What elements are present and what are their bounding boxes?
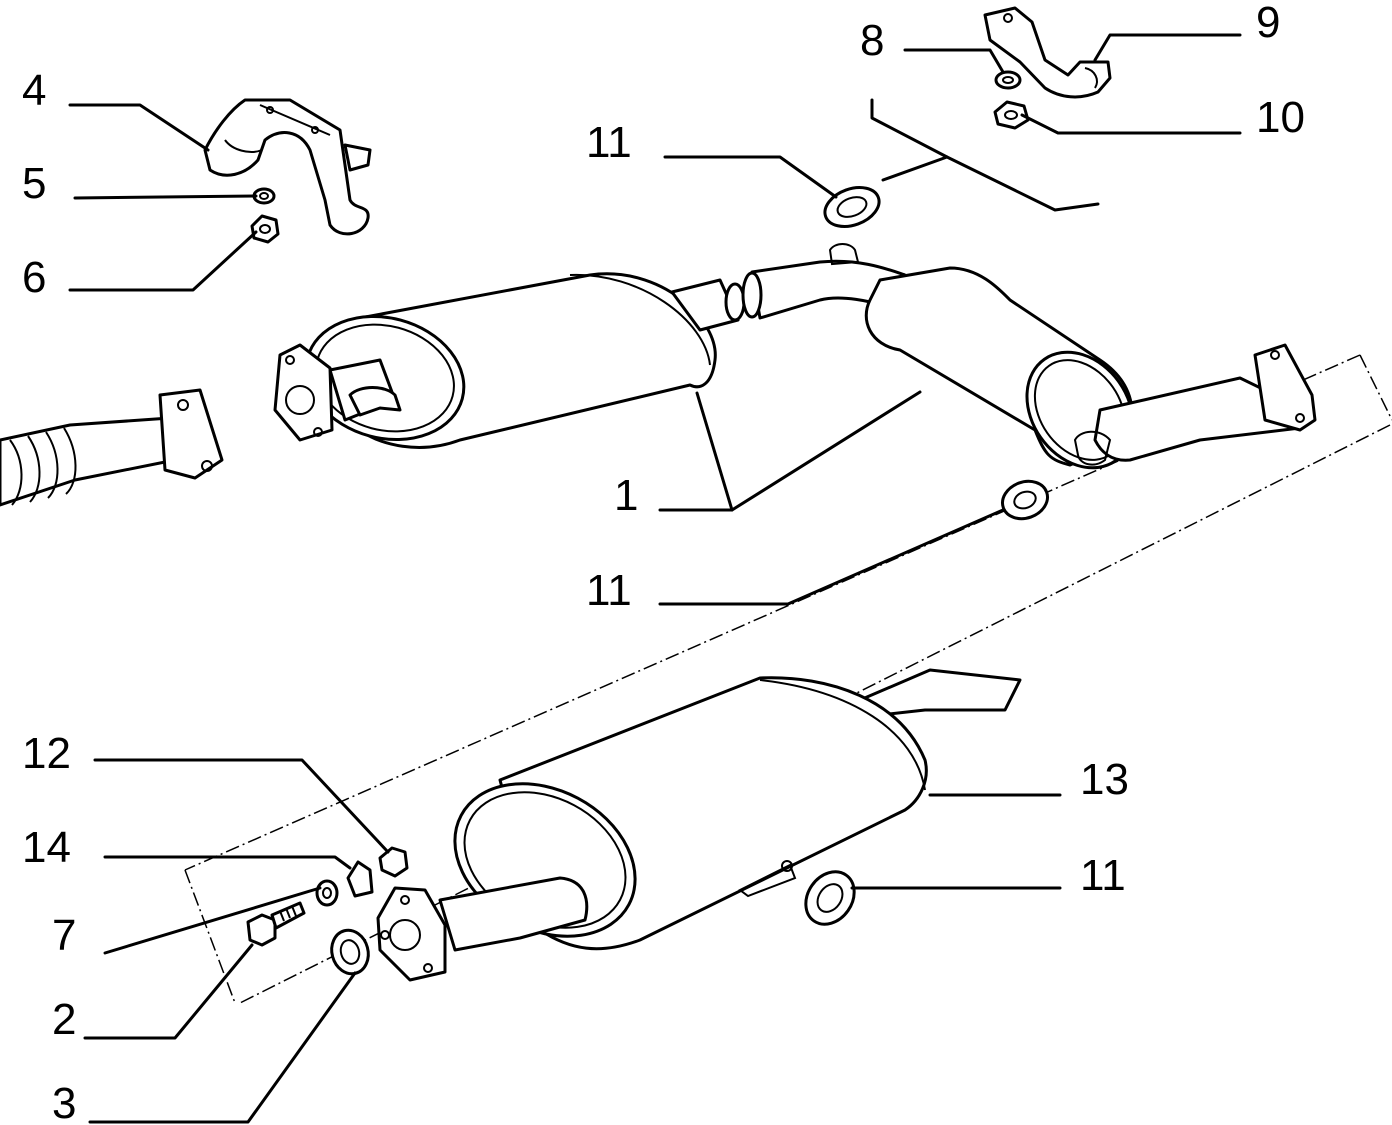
- callout-10: 10: [1256, 93, 1305, 142]
- nut-6: [250, 214, 280, 244]
- callout-11-bottom: 11: [1080, 851, 1126, 900]
- front-flex-pipe: [0, 388, 224, 507]
- washer-8: [994, 70, 1022, 90]
- callout-14: 14: [22, 823, 71, 872]
- intermediate-silencer-rear: [864, 266, 1317, 470]
- callout-11-middle: 11: [586, 566, 632, 615]
- callout-1: 1: [614, 471, 638, 520]
- callout-11-top: 11: [586, 118, 632, 167]
- callout-2: 2: [52, 995, 76, 1044]
- bolt-2: [246, 901, 306, 947]
- nut-12: [378, 846, 409, 878]
- clip-14: [346, 860, 374, 898]
- callout-3: 3: [52, 1079, 76, 1125]
- callout-7: 7: [52, 911, 76, 960]
- rear-silencer-13: [376, 668, 1022, 982]
- washer-7: [315, 879, 339, 907]
- nut-10: [993, 100, 1030, 130]
- connecting-pipe: [670, 243, 907, 332]
- callout-8: 8: [860, 16, 884, 65]
- leader-lines: [68, 33, 1242, 1124]
- callout-6: 6: [22, 253, 46, 302]
- callout-5: 5: [22, 159, 46, 208]
- mounting-bracket-4: [203, 98, 372, 236]
- callout-13: 13: [1080, 755, 1129, 804]
- seal-ring-11-bottom: [804, 870, 856, 926]
- callout-4: 4: [22, 66, 46, 115]
- seal-ring-11-top: [823, 186, 881, 228]
- callout-9: 9: [1256, 0, 1280, 47]
- callout-12: 12: [22, 729, 71, 778]
- intermediate-silencer-front: [273, 272, 717, 449]
- mounting-bracket-9: [983, 6, 1112, 99]
- gasket-3: [330, 928, 370, 976]
- seal-ring-11-middle: [1001, 479, 1049, 521]
